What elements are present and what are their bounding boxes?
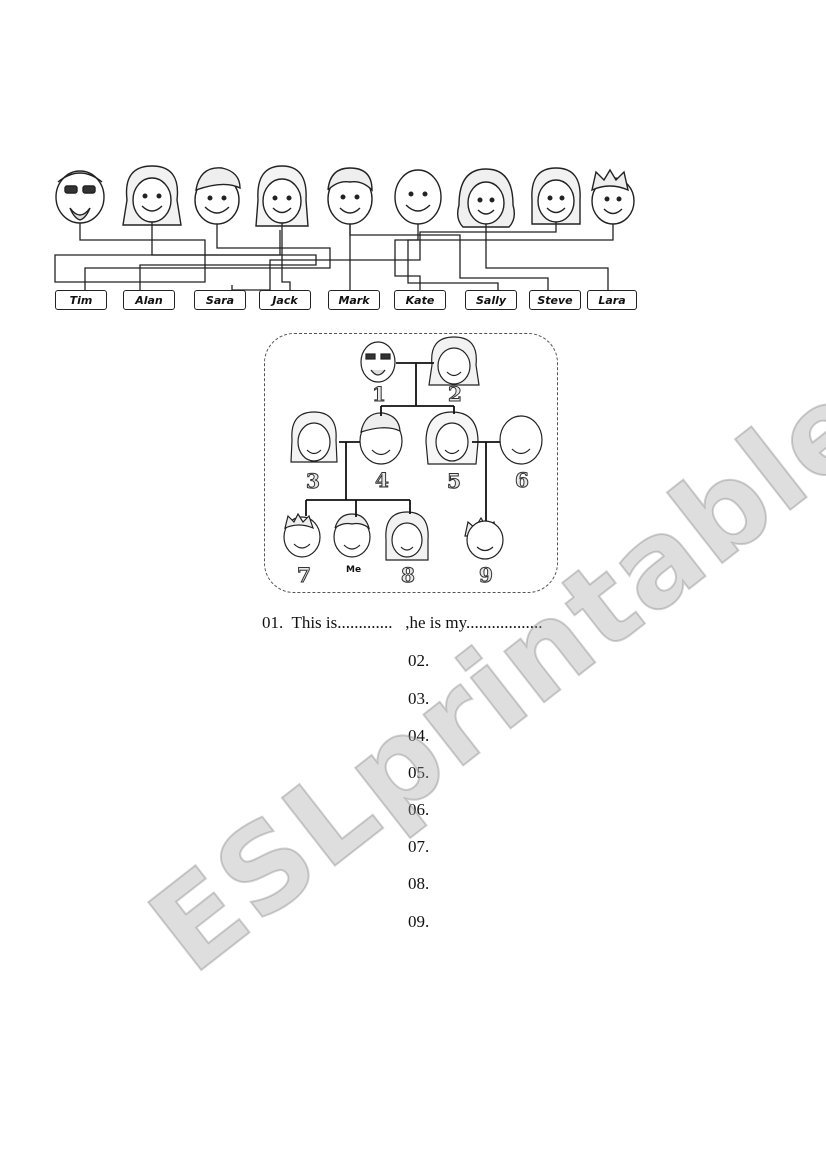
face-boy-icon [194,167,241,225]
tree-label-5: 5 [447,469,462,494]
face-row [54,165,635,291]
tree-label-7: 7 [297,563,312,588]
tree-label-9: 9 [479,563,494,588]
tree-label-6: 6 [515,468,530,493]
family-tree-diagram [283,336,543,561]
sentence-07: 07. [408,837,430,856]
sentence-06: 06. [408,800,430,819]
tree-face-7-icon [283,512,321,558]
name-box-mark: Mark [328,290,380,310]
tree-label-4: 4 [375,468,390,493]
name-box-tim: Tim [55,290,107,310]
name-box-alan: Alan [123,290,175,310]
face-spiky-icon [591,168,635,225]
sentence-01: 01. This is............. ,he is my......… [262,613,543,632]
name-box-steve: Steve [529,290,581,310]
face-man-icon [327,167,373,225]
tree-face-9-icon [464,516,504,560]
face-wavy-woman-icon [456,168,516,228]
tree-label-2: 2 [448,382,463,407]
sentence-03: 03. [408,689,430,708]
tree-face-2-icon [428,336,480,386]
matching-lines [54,222,614,291]
tree-label-8: 8 [401,563,416,588]
tree-label-1: 1 [372,382,387,407]
sentence-02: 02. [408,651,430,670]
family-tree-panel [264,333,558,593]
name-box-kate: Kate [394,290,446,310]
sentence-05: 05. [408,763,430,782]
face-longhair-woman-icon [255,165,309,227]
face-girl-bob-icon [531,167,581,225]
name-box-lara: Lara [587,290,637,310]
sentence-04: 04. [408,726,430,745]
name-box-jack: Jack [259,290,311,310]
tree-face-1-icon [360,341,396,383]
tree-face-8-icon [385,511,429,561]
name-box-sara: Sara [194,290,246,310]
tree-face-5-icon [425,411,479,465]
tree-face-4-icon [359,412,403,465]
tree-connectors [305,362,500,521]
face-bald-glasses-icon [55,170,105,224]
face-curly-woman-icon [122,165,182,226]
sentence-08: 08. [408,874,430,893]
tree-face-me-icon [333,513,371,558]
sentence-09: 09. [408,912,430,931]
tree-label-me: Me [346,565,362,575]
tree-face-3-icon [290,411,338,463]
tree-label-3: 3 [306,469,321,494]
tree-face-6-icon [499,415,543,465]
name-box-sally: Sally [465,290,517,310]
